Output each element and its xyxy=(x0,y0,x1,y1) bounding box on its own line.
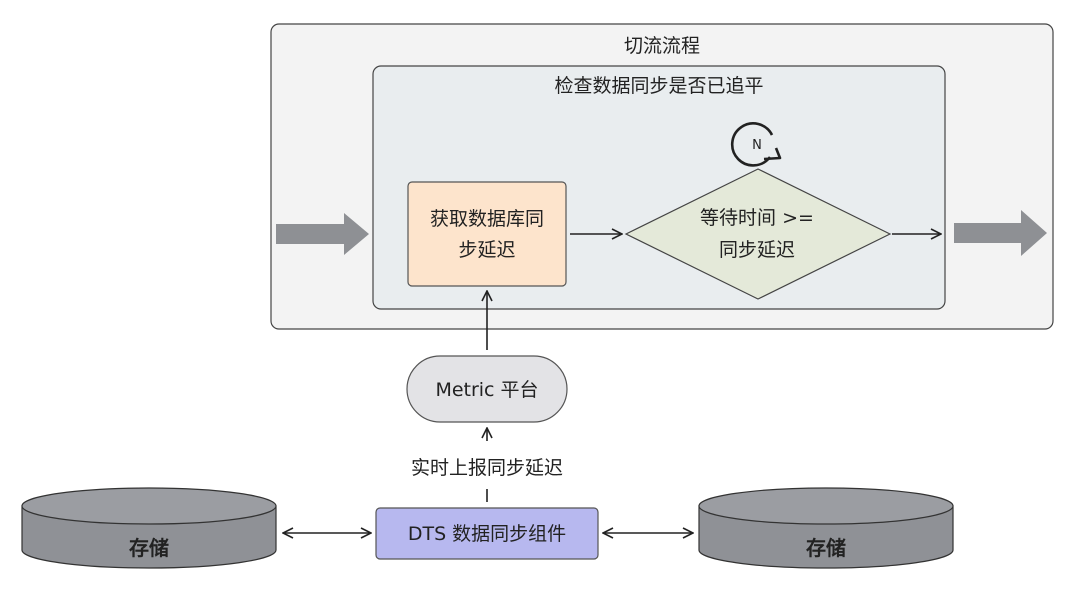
loop-arrowhead xyxy=(763,147,782,161)
metric-platform-label: Metric 平台 xyxy=(435,379,538,401)
report-edge-label: 实时上报同步延迟 xyxy=(411,457,563,479)
loop-marker-label: N xyxy=(752,138,762,153)
outer-container-title: 切流流程 xyxy=(624,35,700,57)
storage-right-node xyxy=(698,487,954,569)
dts-component-node xyxy=(375,507,599,560)
get-delay-node xyxy=(407,181,567,287)
storage-left-node xyxy=(21,487,277,569)
storage-right-label: 存储 xyxy=(806,536,846,560)
input-big-arrow xyxy=(276,213,369,255)
output-big-arrow xyxy=(954,210,1047,256)
loop-circle-arrow xyxy=(730,122,774,167)
wait-decision-label-2: 同步延迟 xyxy=(719,239,795,261)
wait-decision-node xyxy=(624,168,892,300)
get-delay-label-1: 获取数据库同 xyxy=(430,208,544,230)
wait-decision-label-1: 等待时间 >= xyxy=(700,207,814,229)
dts-component-label: DTS 数据同步组件 xyxy=(408,523,566,545)
inner-container-title: 检查数据同步是否已追平 xyxy=(554,75,763,97)
get-delay-label-2: 步延迟 xyxy=(458,239,515,261)
metric-platform-node xyxy=(406,355,568,423)
storage-left-label: 存储 xyxy=(129,536,169,560)
